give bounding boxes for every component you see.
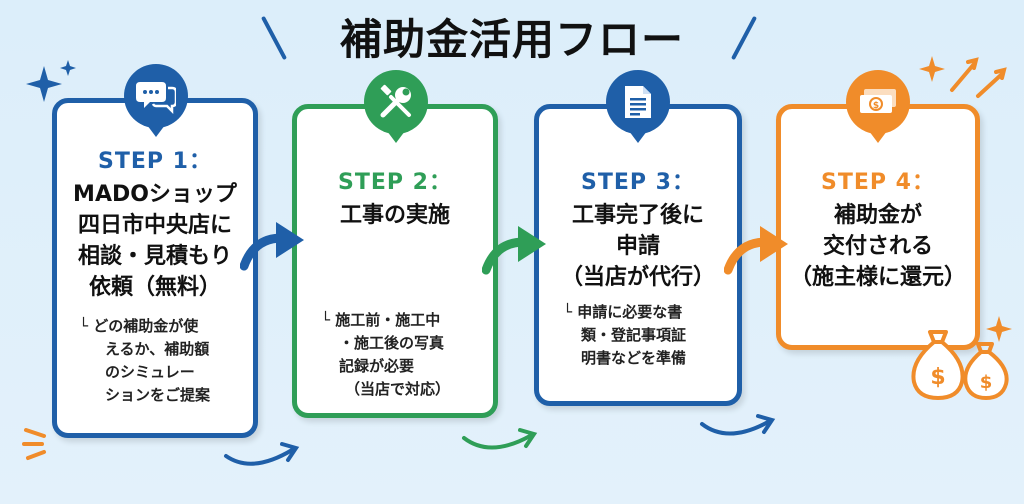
step4-heading-line: 交付される: [822, 234, 933, 259]
step3-heading-line: 工事完了後に: [571, 203, 704, 228]
curve-arrow-2: [462, 428, 538, 450]
arrow-step3-to-step4: [724, 226, 788, 275]
step2-note-line: 記録が必要: [339, 357, 415, 375]
step1-heading-line: 四日市中央店に: [77, 213, 232, 238]
money-icon: $: [846, 70, 910, 143]
page-title: 補助金活用フロー: [339, 15, 684, 64]
step4-label: STEP 4：: [821, 170, 935, 195]
arrow-step1-to-step2: [240, 222, 304, 271]
step1-label: STEP 1：: [98, 149, 212, 174]
step3-note-line: 類・登記事項証: [581, 326, 687, 344]
step2-card: STEP 2： 工事の実施 └ 施工前・施工中 ・施工後の写真 記録が必要 （当…: [292, 104, 498, 418]
step1-note-line: └ どの補助金が使: [79, 317, 199, 335]
step1-heading-line: 相談・見積もり: [77, 244, 232, 269]
step2-label: STEP 2：: [338, 170, 452, 195]
sparkle-icon: [919, 56, 1007, 98]
money-bag-icon: $ $: [911, 330, 1009, 400]
sparkle-icon: [986, 316, 1012, 342]
step3-heading-line: 申請: [615, 234, 660, 259]
step2-note-line: ・施工後の写真: [339, 334, 445, 352]
step3-label: STEP 3：: [581, 170, 695, 195]
step1-heading-line: MADOショップ: [73, 182, 237, 207]
step3-note-line: └ 申請に必要な書: [563, 303, 683, 321]
document-icon: [606, 70, 670, 143]
step1-card: STEP 1： MADOショップ 四日市中央店に 相談・見積もり 依頼（無料） …: [52, 98, 258, 438]
burst-lines-icon: [22, 428, 46, 460]
wrench-screwdriver-icon: [364, 70, 428, 143]
step1-note-line: えるか、補助額: [105, 340, 210, 358]
step4-heading-line: （施主様に還元）: [789, 265, 966, 290]
arrow-step2-to-step3: [482, 226, 546, 275]
svg-text:$: $: [873, 101, 879, 111]
step1-note-line: ションをご提案: [105, 386, 211, 404]
step2-heading-line: 工事の実施: [339, 203, 450, 228]
step3-note-line: 明書などを準備: [581, 349, 687, 367]
chat-bubbles-icon: [124, 64, 188, 137]
step1-heading-line: 依頼（無料）: [88, 275, 221, 300]
step2-note-line: （当店で対応）: [345, 380, 451, 398]
step3-heading-line: （当店が代行）: [560, 265, 715, 290]
svg-text:$: $: [980, 372, 993, 393]
svg-text:$: $: [930, 365, 945, 390]
step4-card: STEP 4： 補助金が 交付される （施主様に還元）: [776, 104, 980, 350]
step3-card: STEP 3： 工事完了後に 申請 （当店が代行） └ 申請に必要な書 類・登記…: [534, 104, 742, 406]
curve-arrow-1: [224, 442, 300, 466]
step2-note-line: └ 施工前・施工中: [321, 311, 441, 329]
step1-note-line: のシミュレー: [105, 363, 195, 381]
step4-heading-line: 補助金が: [833, 203, 922, 228]
sparkle-icon: [26, 60, 76, 102]
curve-arrow-3: [700, 414, 776, 436]
